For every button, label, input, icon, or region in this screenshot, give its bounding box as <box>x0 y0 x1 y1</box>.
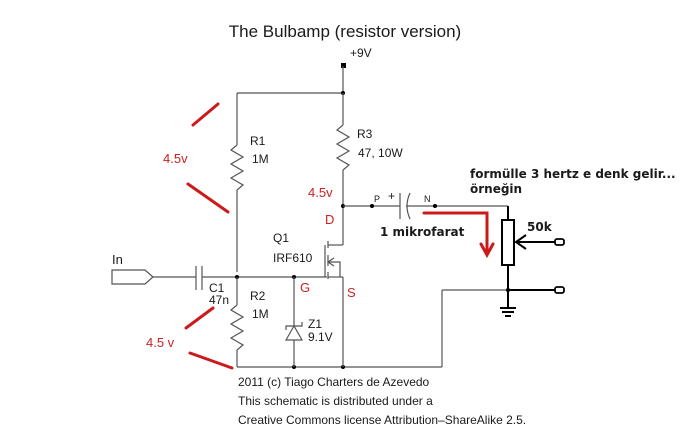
annotation-cap-note: 1 mikrofarat <box>380 225 465 239</box>
annotation-formula-line2: örneğin <box>470 182 522 196</box>
r2-name: R2 <box>250 289 266 303</box>
cap-pin-p: P <box>374 194 380 204</box>
annotation-voltage-r1: 4.5v <box>163 151 188 166</box>
annotation-line-r2-top <box>184 306 215 330</box>
r2-value: 1M <box>252 307 269 321</box>
pin-label-s: S <box>347 285 356 300</box>
ground-output <box>500 286 565 317</box>
pot-wiper-terminal <box>554 238 565 246</box>
resistor-r1 <box>229 93 245 272</box>
supply-terminal <box>341 63 346 68</box>
resistor-r2 <box>229 277 245 367</box>
r3-name: R3 <box>357 127 373 141</box>
r3-value: 47, 10W <box>358 146 403 160</box>
c1-value: 47n <box>209 293 229 307</box>
annotation-voltage-r2: 4.5 v <box>146 335 175 350</box>
r1-value: 1M <box>252 152 269 166</box>
z1-value: 9.1V <box>308 330 333 344</box>
pin-label-d: D <box>325 212 334 227</box>
cap-plus: + <box>388 189 395 203</box>
input-connector <box>111 269 154 285</box>
footer-line1: 2011 (c) Tiago Charters de Azevedo <box>238 375 430 389</box>
q1-name: Q1 <box>273 231 289 245</box>
annotation-voltage-drain: 4.5v <box>308 185 333 200</box>
r1-name: R1 <box>250 134 266 148</box>
pot-value: 50k <box>527 220 553 234</box>
annotation-line-r1-bottom <box>186 182 230 214</box>
annotation-arrow <box>422 211 489 255</box>
input-label: In <box>112 252 123 267</box>
annotation-line-r2-bottom <box>188 351 234 370</box>
footer-line2: This schematic is distributed under a <box>238 394 433 408</box>
footer-line3: Creative Commons license Attribution–Sha… <box>238 413 526 427</box>
annotation-arrow-head <box>479 242 495 259</box>
resistor-r3 <box>335 93 351 245</box>
capacitor-c1 <box>195 266 203 290</box>
cap-pin-p-dot <box>370 204 374 208</box>
z1-name: Z1 <box>308 317 322 331</box>
mosfet-q1 <box>324 241 344 367</box>
pin-label-g: G <box>300 280 310 295</box>
cap-pin-n-dot <box>433 204 437 208</box>
potentiometer <box>501 206 565 290</box>
annotation-line-r1-top <box>191 102 220 127</box>
zener-z1 <box>284 277 304 367</box>
c1-name: C1 <box>209 281 225 295</box>
schematic-title: The Bulbamp (resistor version) <box>229 22 461 41</box>
supply-label: +9V <box>350 46 372 60</box>
q1-value: IRF610 <box>273 251 313 265</box>
cap-pin-n: N <box>424 194 431 204</box>
junction-ground <box>506 288 510 292</box>
annotation-formula-line1: formülle 3 hertz e denk gelir... <box>470 167 676 181</box>
